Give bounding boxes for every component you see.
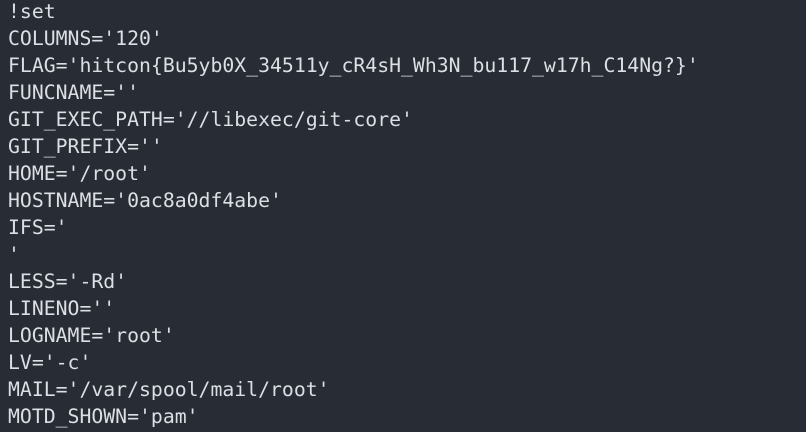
terminal-line: COLUMNS='120'	[8, 27, 163, 50]
terminal-line: HOSTNAME='0ac8a0df4abe'	[8, 189, 282, 212]
terminal-line: LINENO=''	[8, 297, 116, 320]
terminal-line-command: !set	[8, 0, 56, 23]
terminal-line: LOGNAME='root'	[8, 324, 175, 347]
terminal-line: MOTD_SHOWN='pam'	[8, 405, 199, 428]
terminal-line: '	[8, 243, 20, 266]
terminal-line: LESS='-Rd'	[8, 270, 128, 293]
terminal-line: IFS='	[8, 216, 68, 239]
terminal-line: GIT_PREFIX=''	[8, 135, 163, 158]
terminal-line: LV='-c'	[8, 351, 92, 374]
terminal-line: MAIL='/var/spool/mail/root'	[8, 378, 330, 401]
terminal-line: FUNCNAME=''	[8, 81, 140, 104]
terminal-line: GIT_EXEC_PATH='//libexec/git-core'	[8, 108, 413, 131]
terminal-line: FLAG='hitcon{Bu5yb0X_34511y_cR4sH_Wh3N_b…	[8, 54, 699, 77]
terminal-line: HOME='/root'	[8, 162, 151, 185]
